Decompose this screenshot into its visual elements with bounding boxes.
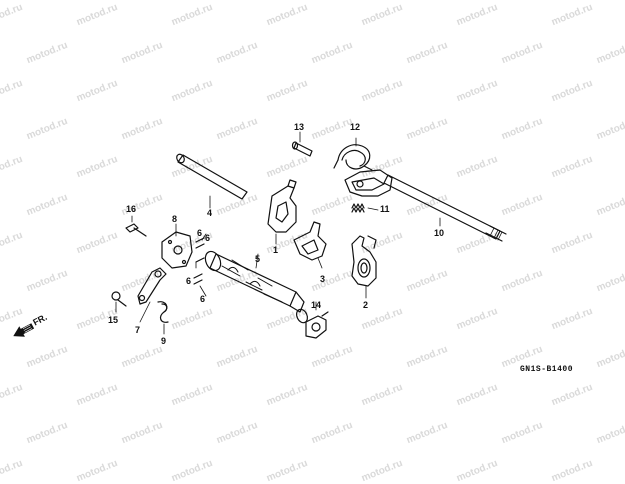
callout-5: 5 (255, 254, 260, 264)
callout-labels: 1 2 3 4 5 6 6 6 6 7 8 9 10 11 12 13 14 1… (108, 122, 444, 346)
callout-4: 4 (207, 208, 212, 218)
part-2-shift-fork (351, 235, 377, 287)
part-10-gearshift-spindle (383, 174, 507, 242)
parts-drawing: 1 2 3 4 5 6 6 6 6 7 8 9 10 11 12 13 14 1… (108, 122, 507, 346)
callout-10: 10 (434, 228, 444, 238)
callout-6d: 6 (200, 294, 205, 304)
part-8-drum-plate (161, 231, 193, 269)
part-3-shift-fork (293, 221, 327, 261)
part-4-fork-shaft (176, 153, 248, 200)
part-7-stopper-arm (137, 267, 167, 305)
front-arrow-icon (13, 323, 35, 337)
callout-6a: 6 (197, 228, 202, 238)
part-6-pins (193, 237, 205, 285)
callout-7: 7 (135, 325, 140, 335)
callout-12: 12 (350, 122, 360, 132)
callout-6c: 6 (186, 276, 191, 286)
callout-14: 14 (311, 300, 321, 310)
leader-lines (115, 131, 441, 335)
callout-16: 16 (126, 204, 136, 214)
part-13-pin (291, 141, 313, 157)
part-14-drum-stopper (305, 311, 329, 339)
callout-3: 3 (320, 274, 325, 284)
callout-8: 8 (172, 214, 177, 224)
part-15-bolt (111, 291, 127, 307)
callout-2: 2 (363, 300, 368, 310)
diagram-code: GN1S-B1400 (520, 365, 574, 374)
part-5-shift-drum (204, 250, 309, 324)
part-11-spring (351, 203, 365, 213)
callout-13: 13 (294, 122, 304, 132)
part-9-arm-spring (157, 301, 169, 323)
shift-arm-plate (344, 169, 393, 197)
callout-1: 1 (273, 245, 278, 255)
callout-11: 11 (380, 204, 390, 214)
part-1-shift-fork (267, 179, 297, 233)
callout-9: 9 (161, 336, 166, 346)
part-16-bolt (125, 223, 147, 237)
callout-15: 15 (108, 315, 118, 325)
part-12-return-spring (333, 144, 373, 171)
callout-6b: 6 (205, 233, 210, 243)
